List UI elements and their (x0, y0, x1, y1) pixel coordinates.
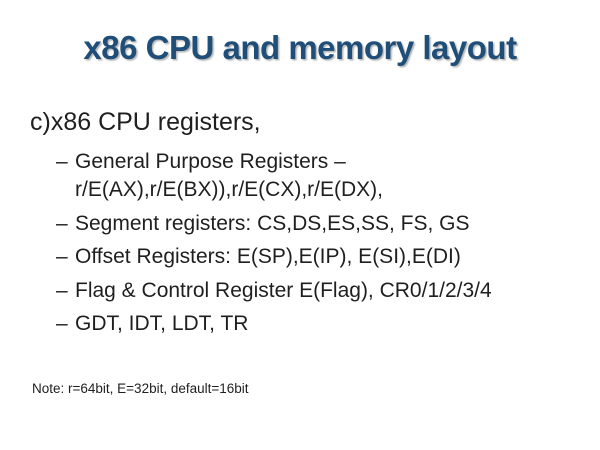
dash-bullet-icon: – (56, 245, 68, 269)
slide-body: c)x86 CPU registers, – General Purpose R… (30, 106, 585, 344)
dash-bullet-icon: – (56, 312, 68, 336)
bullet-text: GDT, IDT, LDT, TR (75, 312, 249, 336)
footnote: Note: r=64bit, E=32bit, default=16bit (32, 381, 249, 396)
heading: c)x86 CPU registers, (30, 108, 261, 136)
bullet-list: – General Purpose Registers – r/E(AX),r/… (30, 148, 585, 339)
dash-bullet-icon: – (56, 278, 68, 302)
dash-bullet-icon: – (56, 149, 68, 173)
slide-title: x86 CPU and memory layout (83, 29, 517, 66)
bullet-text: Segment registers: CS,DS,ES,SS, FS, GS (75, 211, 470, 235)
bullet-item: – GDT, IDT, LDT, TR (56, 310, 585, 339)
bullet-text: Flag & Control Register E(Flag), CR0/1/2… (75, 278, 492, 302)
bullet-text: Offset Registers: E(SP),E(IP), E(SI),E(D… (75, 245, 461, 269)
bullet-item: – Segment registers: CS,DS,ES,SS, FS, GS (56, 210, 585, 239)
dash-bullet-icon: – (56, 211, 68, 235)
bullet-item: – Flag & Control Register E(Flag), CR0/1… (56, 277, 585, 306)
bullet-item: – General Purpose Registers – r/E(AX),r/… (56, 148, 585, 205)
bullet-text: General Purpose Registers – r/E(AX),r/E(… (75, 149, 383, 202)
bullet-item: – Offset Registers: E(SP),E(IP), E(SI),E… (56, 243, 585, 272)
